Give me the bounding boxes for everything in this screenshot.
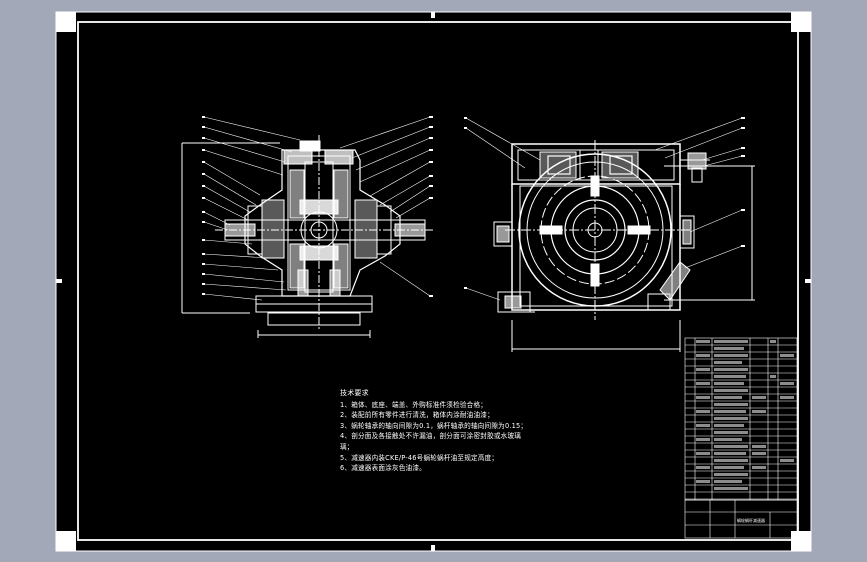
requirement-item: 1、箱体、底座、端盖、外购标准件须检验合格； [340, 400, 488, 409]
left-leaders [202, 116, 433, 301]
requirement-item: 3、蜗轮轴承的轴向间隙为0.1，蜗杆轴承的轴向间隙为0.15； [340, 421, 528, 430]
right-leaders [464, 117, 745, 301]
drawing-frame [77, 21, 799, 541]
parts-list-table: 蜗轮蜗杆减速器 [684, 337, 798, 539]
corner-marks [56, 12, 811, 551]
requirement-item: 5、减速器内装CKE/P-46号蜗轮蜗杆油至规定高度； [340, 453, 499, 462]
technical-requirements: 技术要求 1、箱体、底座、端盖、外购标准件须检验合格； 2、装配前所有零件进行清… [340, 388, 660, 474]
requirement-item: 2、装配前所有零件进行清洗，箱体内涂耐油油漆； [340, 411, 494, 420]
right-end-view [493, 140, 755, 352]
technical-requirements-title: 技术要求 [340, 389, 369, 397]
requirement-item: 6、减速器表面涂灰色油漆。 [340, 464, 426, 473]
requirement-item: 璃； [340, 442, 354, 451]
title-block-name: 蜗轮蜗杆减速器 [737, 517, 765, 523]
left-section-view [181, 135, 435, 338]
requirement-item: 4、剖分面及各接触处不许漏油，剖分面可涂密封胶或水玻璃 [340, 432, 522, 441]
